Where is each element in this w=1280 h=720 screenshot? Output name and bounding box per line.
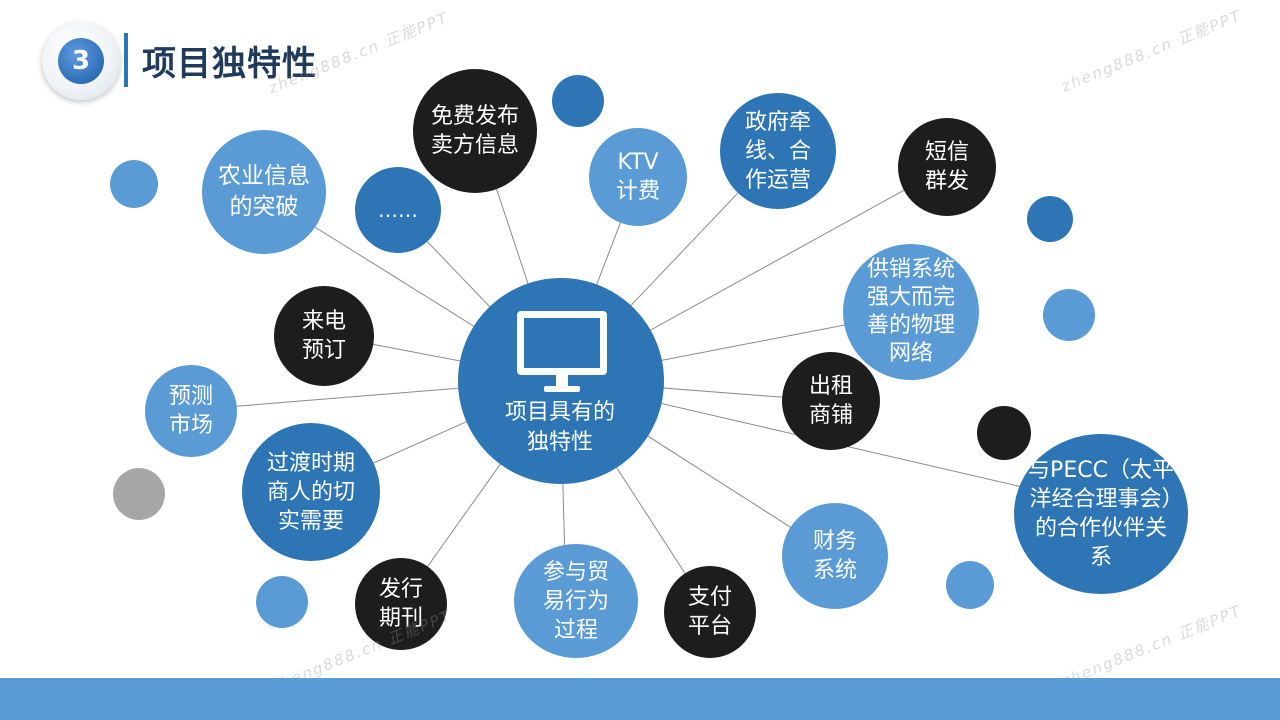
node-pecc: 与PECC（太平洋经合理事会）的合作伙伴关系 <box>1014 434 1188 594</box>
node-ktv: KTV计费 <box>589 128 687 226</box>
node-ktv-label: KTV计费 <box>615 150 660 204</box>
deco-circle <box>1027 196 1073 242</box>
node-dots-label: …… <box>378 197 418 222</box>
center-label: 项目具有的 独特性 <box>460 398 660 458</box>
node-agri: 农业信息的突破 <box>202 130 326 254</box>
page-title: 项目独特性 <box>142 44 317 84</box>
node-forecast-label: 预测市场 <box>168 384 213 438</box>
deco-circle <box>946 561 994 609</box>
deco-circle <box>977 406 1031 460</box>
node-incall: 来电预订 <box>274 286 374 386</box>
node-supply: 供销系统强大而完善的物理网络 <box>843 244 979 380</box>
node-agri-label: 农业信息的突破 <box>218 163 310 220</box>
node-transition: 过渡时期商人的切实需要 <box>242 423 380 561</box>
footer-bar <box>0 678 1280 720</box>
deco-circle <box>552 75 604 127</box>
node-finance: 财务系统 <box>782 503 888 609</box>
title-divider <box>124 33 128 87</box>
deco-circle <box>256 576 308 628</box>
section-number-badge: 3 <box>42 22 120 100</box>
node-gov: 政府牵线、合作运营 <box>720 93 836 209</box>
node-trade: 参与贸易行为过程 <box>514 544 638 658</box>
node-publish-label: 免费发布卖方信息 <box>430 104 519 158</box>
node-finance-label: 财务系统 <box>812 529 857 583</box>
deco-circle <box>110 160 158 208</box>
node-sms: 短信群发 <box>898 118 996 216</box>
deco-circle <box>1043 289 1095 341</box>
node-gov-label: 政府牵线、合作运营 <box>744 109 811 193</box>
node-pay-label: 支付平台 <box>687 585 732 639</box>
center-label-line1: 项目具有的 <box>504 400 615 425</box>
node-trade-label: 参与贸易行为过程 <box>542 559 609 643</box>
node-incall-label: 来电预订 <box>301 309 346 363</box>
deco-circle <box>113 468 165 520</box>
node-supply-label: 供销系统强大而完善的物理网络 <box>866 257 955 366</box>
node-pecc-label: 与PECC（太平洋经合理事会）的合作伙伴关系 <box>1028 458 1174 570</box>
monitor-icon <box>517 311 607 392</box>
node-publish: 免费发布卖方信息 <box>413 69 537 193</box>
node-rent: 出租商铺 <box>782 352 880 450</box>
node-sms-label: 短信群发 <box>924 140 969 194</box>
node-rent-label: 出租商铺 <box>808 374 853 428</box>
node-transition-label: 过渡时期商人的切实需要 <box>266 450 355 534</box>
node-pay: 支付平台 <box>664 566 756 658</box>
center-label-line2: 独特性 <box>526 430 593 455</box>
section-number: 3 <box>58 38 104 84</box>
node-journal-label: 发行期刊 <box>378 577 423 631</box>
node-forecast: 预测市场 <box>145 365 237 457</box>
node-journal: 发行期刊 <box>355 558 447 650</box>
node-dots: …… <box>355 167 441 253</box>
